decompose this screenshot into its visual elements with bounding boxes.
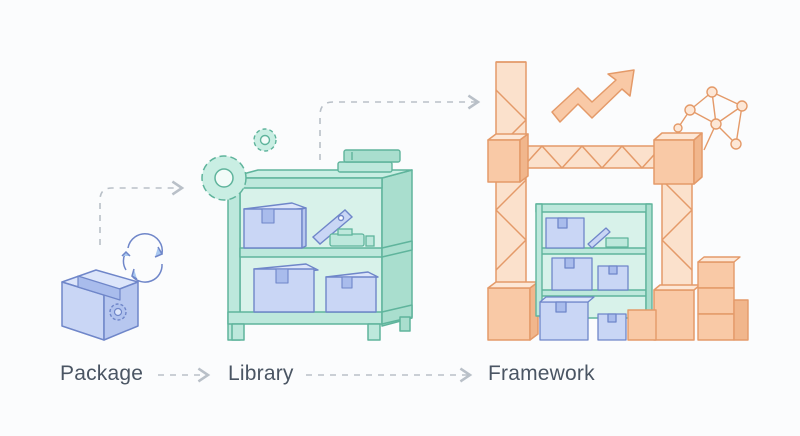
gear-icon xyxy=(109,303,127,321)
library-bookshelf xyxy=(227,169,413,341)
framework-orange-block-stack xyxy=(627,256,749,341)
package-box-icon xyxy=(61,269,139,341)
framework-label: Framework xyxy=(488,362,595,385)
growth-arrow-icon xyxy=(551,69,635,123)
parts-tray-icon xyxy=(329,228,375,247)
package-label: Package xyxy=(60,362,144,385)
library-box-top-left xyxy=(243,202,307,249)
wrench-tool-icon xyxy=(311,209,354,245)
library-label: Library xyxy=(228,362,294,385)
library-box-bottom-right xyxy=(325,271,379,313)
framework-inner-boxes xyxy=(545,217,629,291)
refresh-cycle-icon xyxy=(121,232,164,283)
curved-connector-package-to-library xyxy=(99,180,185,245)
gear-icon-small xyxy=(253,128,277,152)
framework-scaffold xyxy=(487,61,703,341)
library-box-bottom-left xyxy=(253,263,319,313)
framework-front-boxes xyxy=(539,296,627,341)
curved-connector-library-to-framework xyxy=(319,94,481,160)
network-nodes-icon xyxy=(673,86,748,151)
gear-icon-large xyxy=(201,155,247,201)
stacked-books-icon xyxy=(337,149,401,173)
